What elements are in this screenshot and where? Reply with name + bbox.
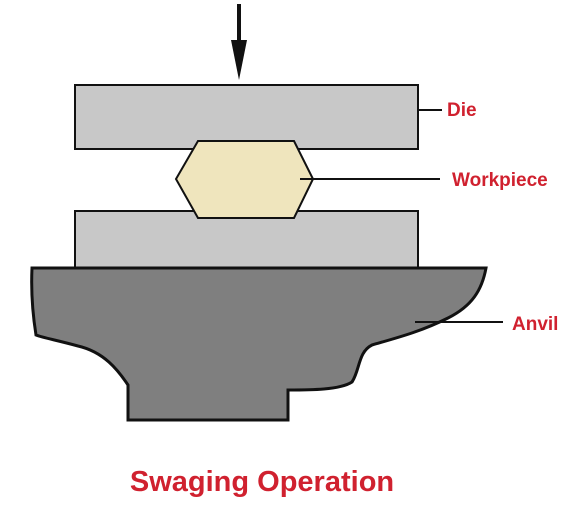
- diagram-title: Swaging Operation: [130, 466, 394, 498]
- anvil-label: Anvil: [512, 314, 558, 335]
- anvil: [30, 266, 488, 422]
- lower-die: [74, 210, 419, 270]
- workpiece-label: Workpiece: [452, 170, 548, 191]
- die-label: Die: [447, 100, 477, 121]
- upper-die: [74, 84, 419, 150]
- force-arrow: [231, 4, 247, 80]
- workpiece: [174, 140, 315, 219]
- force-arrow-head: [231, 40, 247, 80]
